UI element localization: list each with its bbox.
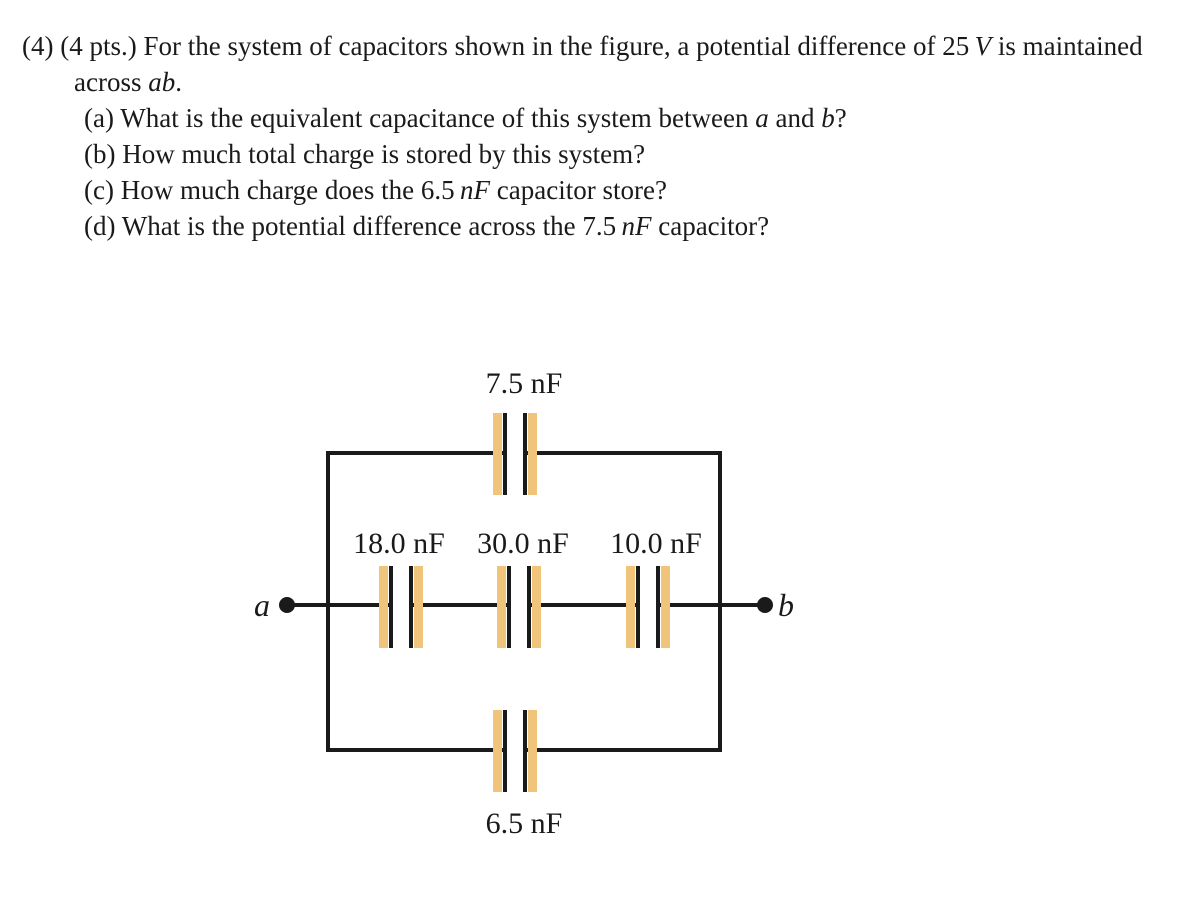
math-b: b (821, 103, 835, 133)
part-text: How much total charge is stored by this … (122, 139, 646, 169)
capacitance-value: 6.5 (420, 175, 455, 205)
part-letter: (d) (84, 211, 116, 241)
part-a: (a) What is the equivalent capacitance o… (84, 100, 1172, 136)
part-text: What is the potential difference across … (121, 211, 583, 241)
capacitor-plate (503, 413, 507, 495)
capacitor-plate (409, 566, 413, 648)
capacitor-plate (523, 413, 527, 495)
capacitor-plate (636, 566, 640, 648)
problem-number: (4) (22, 31, 54, 61)
capacitor-mid-30nF (497, 566, 541, 648)
part-c: (c) How much charge does the 6.5 nF capa… (84, 172, 1172, 208)
problem-statement: (4) (4 pts.) For the system of capacitor… (22, 28, 1172, 244)
problem-points: (4 pts.) (60, 31, 137, 61)
voltage-unit: V (974, 31, 992, 61)
capacitor-plate (527, 566, 531, 648)
capacitor-mid-10nF (626, 566, 670, 648)
part-text: What is the equivalent capacitance of th… (120, 103, 756, 133)
label-10nF: 10.0 nF (610, 527, 702, 560)
question-parts: (a) What is the equivalent capacitance o… (22, 100, 1172, 244)
part-letter: (a) (84, 103, 114, 133)
label-6-5nF: 6.5 nF (486, 807, 563, 840)
capacitance-value: 7.5 (582, 211, 617, 241)
label-7-5nF: 7.5 nF (486, 367, 563, 400)
capacitor-plate (389, 566, 393, 648)
terminals-ab: ab (148, 67, 176, 97)
circuit-wires (285, 451, 765, 752)
capacitor-plate-accent (626, 566, 635, 648)
capacitor-plate-accent (528, 710, 537, 792)
part-d: (d) What is the potential difference acr… (84, 208, 1172, 244)
label-18nF: 18.0 nF (353, 527, 445, 560)
capacitor-plate-accent (493, 710, 502, 792)
label-terminal-b: b (778, 587, 794, 623)
capacitor-plate (503, 710, 507, 792)
wire-top-left (326, 451, 507, 752)
label-30nF: 30.0 nF (477, 527, 569, 560)
stem-end: . (175, 67, 182, 97)
capacitor-plate-accent (528, 413, 537, 495)
stem-mid: is maintained across (74, 31, 1143, 97)
capacitor-plate-accent (493, 413, 502, 495)
part-text: and (768, 103, 822, 133)
capacitor-circuit-diagram: 7.5 nF 18.0 nF 30.0 nF 10.0 nF 6.5 nF a … (254, 367, 794, 840)
part-text: How much charge does the (120, 175, 421, 205)
capacitor-plate-accent (497, 566, 506, 648)
terminal-a-dot (279, 597, 295, 613)
capacitor-mid-18nF (379, 566, 423, 648)
capacitance-unit: nF (621, 211, 652, 241)
part-text: capacitor? (651, 211, 770, 241)
capacitor-plate-accent (379, 566, 388, 648)
capacitor-plate (656, 566, 660, 648)
voltage-value: 25 (942, 31, 970, 61)
label-terminal-a: a (254, 587, 270, 623)
capacitor-bottom-6-5nF (493, 710, 537, 792)
capacitor-plate-accent (414, 566, 423, 648)
part-text: capacitor store? (490, 175, 667, 205)
problem-stem: (4) (4 pts.) For the system of capacitor… (22, 28, 1172, 100)
part-text: ? (834, 103, 847, 133)
capacitance-unit: nF (460, 175, 491, 205)
part-letter: (c) (84, 175, 114, 205)
capacitor-top-7-5nF (493, 413, 537, 495)
part-b: (b) How much total charge is stored by t… (84, 136, 1172, 172)
part-letter: (b) (84, 139, 116, 169)
wire-top-right (523, 451, 722, 752)
capacitor-plate-accent (532, 566, 541, 648)
stem-text: For the system of capacitors shown in th… (143, 31, 943, 61)
capacitor-plate (507, 566, 511, 648)
capacitor-plate (523, 710, 527, 792)
capacitor-plate-accent (661, 566, 670, 648)
terminal-b-dot (757, 597, 773, 613)
math-a: a (755, 103, 769, 133)
